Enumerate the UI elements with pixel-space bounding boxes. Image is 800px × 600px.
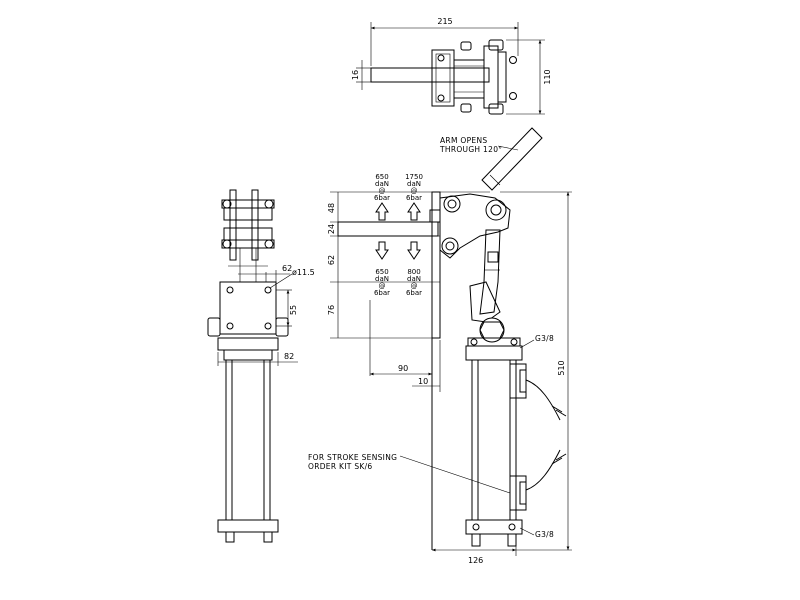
side-dim-62: 62 (282, 264, 292, 273)
dim-510: 510 (557, 360, 566, 375)
force-up-right: 1750 daN @ 6bar (405, 173, 423, 221)
side-dim-82: 82 (284, 352, 294, 361)
dim-90: 90 (398, 364, 408, 373)
svg-text:@: @ (379, 282, 386, 290)
dim-215: 215 (437, 17, 452, 26)
front-view: ARM OPENS THROUGH 120° (308, 127, 572, 565)
force-down-left: 650 daN @ 6bar (374, 241, 390, 297)
dim-76: 76 (327, 305, 336, 315)
dim-62: 62 (327, 255, 336, 265)
svg-text:800: 800 (407, 268, 420, 276)
top-view: 215 110 16 (351, 17, 552, 115)
svg-text:daN: daN (375, 275, 389, 283)
svg-text:@: @ (379, 187, 386, 195)
svg-text:6bar: 6bar (374, 289, 390, 297)
svg-text:650: 650 (375, 268, 388, 276)
stroke-note-line1: FOR STROKE SENSING (308, 453, 397, 462)
arm-note-line1: ARM OPENS (440, 136, 487, 145)
dim-10: 10 (418, 377, 428, 386)
force-down-right: 800 daN @ 6bar (406, 241, 422, 297)
side-view: 62 ø11.5 55 82 (207, 189, 315, 543)
dim-16: 16 (351, 70, 360, 80)
svg-text:6bar: 6bar (406, 194, 422, 202)
svg-text:daN: daN (407, 180, 421, 188)
arm-note-line2: THROUGH 120° (439, 145, 502, 154)
svg-text:@: @ (411, 282, 418, 290)
side-dim-hole: ø11.5 (292, 268, 315, 277)
svg-text:daN: daN (407, 275, 421, 283)
svg-text:@: @ (411, 187, 418, 195)
dim-24: 24 (327, 224, 336, 234)
dim-48: 48 (327, 203, 336, 213)
force-up-left: 650 daN @ 6bar (374, 173, 390, 221)
svg-text:1750: 1750 (405, 173, 423, 181)
dim-110: 110 (543, 69, 552, 84)
port-bottom: G3/8 (535, 530, 554, 539)
svg-text:6bar: 6bar (406, 289, 422, 297)
svg-text:6bar: 6bar (374, 194, 390, 202)
stroke-note-line2: ORDER KIT SK/6 (308, 462, 373, 471)
svg-text:650: 650 (375, 173, 388, 181)
dim-126: 126 (468, 556, 483, 565)
port-top: G3/8 (535, 334, 554, 343)
svg-text:daN: daN (375, 180, 389, 188)
side-dim-55: 55 (289, 305, 298, 315)
